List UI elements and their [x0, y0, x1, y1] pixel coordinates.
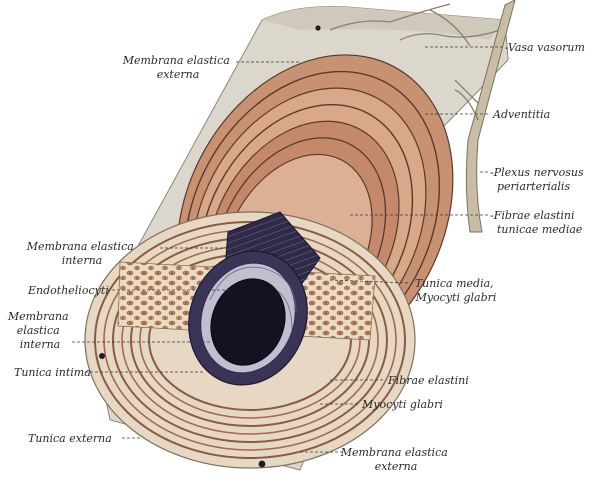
label-adventitia: Adventitia	[492, 108, 550, 121]
vessel-openings	[99, 25, 321, 468]
label-tunica-externa: Tunica externa	[28, 432, 112, 445]
label-membrana-elastica-interna-left: Membrana elastica interna	[7, 310, 72, 351]
label-fibrae-elastini: Fibrae elastini	[387, 374, 469, 387]
lumen	[210, 278, 286, 366]
leader-lines	[72, 46, 505, 453]
label-tunica-media: Tunica media, Myocyti glabri	[415, 277, 498, 304]
label-endotheliocyti: Endotheliocyti	[27, 284, 109, 297]
label-membrana-elastica-externa-top: Membrana elastica externa	[122, 54, 234, 81]
label-fibrae-elastini-tunicae-mediae: -Fibrae elastini tunicae mediae	[490, 209, 583, 236]
label-membrana-elastica-externa-bottom: Membrana elastica externa	[340, 446, 452, 473]
label-plexus-nervosus: -Plexus nervosus periarterialis	[490, 166, 587, 193]
label-membrana-elastica-interna-top: Membrana elastica interna	[26, 240, 138, 267]
vasa-vasorum-vessels	[329, 3, 501, 111]
label-myocyti-glabri: Myocyti glabri	[361, 398, 443, 411]
label-tunica-intima: Tunica intima	[14, 366, 91, 379]
label-vasa-vasorum: -Vasa vasorum	[505, 41, 585, 54]
plexus-nervosus-branch	[454, 0, 516, 233]
